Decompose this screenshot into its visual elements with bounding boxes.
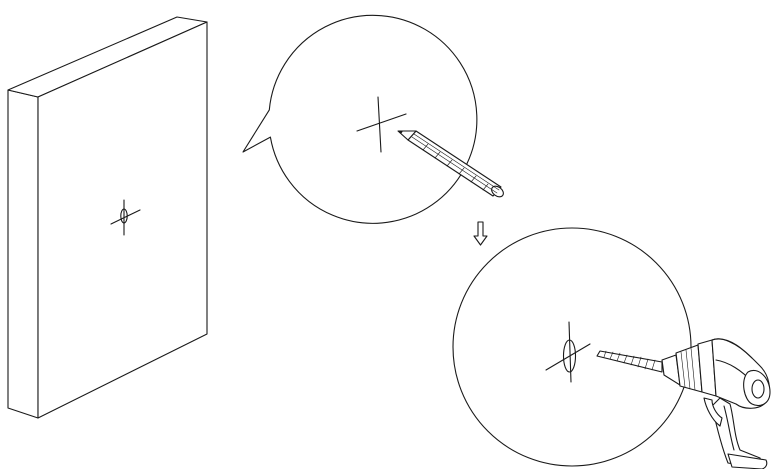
magnifier-step-1 [243, 15, 505, 223]
drill-handle [704, 398, 767, 469]
wall-panel-icon [8, 17, 207, 418]
magnifier-step-2 [453, 228, 770, 469]
arrow-down-icon [474, 222, 487, 245]
